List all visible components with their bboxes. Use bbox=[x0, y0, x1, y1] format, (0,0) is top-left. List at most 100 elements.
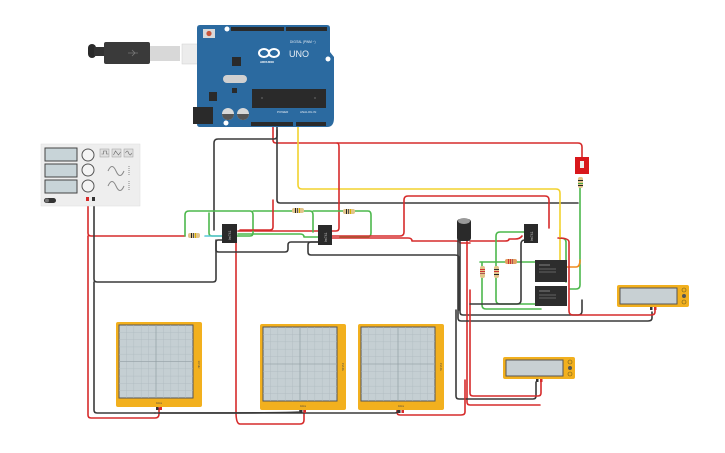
wire-5v-red[interactable] bbox=[272, 121, 583, 158]
op-amp-3-label: lm741 bbox=[530, 231, 534, 241]
oscilloscope-3[interactable]: 1V/ div 10ms bbox=[358, 324, 444, 413]
multimeter-display bbox=[619, 287, 678, 305]
multimeter-display bbox=[505, 359, 564, 377]
atmega-chip bbox=[252, 89, 326, 108]
wire-green-fb2[interactable] bbox=[252, 210, 314, 233]
resistor-2[interactable] bbox=[292, 208, 304, 213]
power-header[interactable] bbox=[251, 122, 293, 126]
oscilloscope-time-label: 10ms bbox=[398, 405, 405, 408]
wire-gnd-black[interactable] bbox=[213, 121, 278, 231]
resistor-5[interactable] bbox=[480, 266, 485, 278]
wire-black-opamp2[interactable] bbox=[307, 241, 460, 311]
oscilloscope-scale-label: 1V/ div bbox=[341, 363, 345, 372]
wire-fg-red[interactable] bbox=[87, 199, 186, 237]
oscilloscope-terminal-negative[interactable] bbox=[398, 410, 401, 413]
multimeter-2[interactable] bbox=[503, 357, 575, 382]
slide-switch[interactable] bbox=[575, 157, 589, 174]
wire-red-opamp2[interactable] bbox=[331, 195, 550, 237]
wire-fg-red-down[interactable] bbox=[87, 235, 160, 419]
multimeter-terminal-com[interactable] bbox=[536, 379, 539, 382]
wire-green-fb1[interactable] bbox=[184, 210, 254, 237]
resistor-7[interactable] bbox=[578, 177, 583, 188]
electrolytic-capacitor[interactable] bbox=[457, 218, 471, 241]
wire-green-switch[interactable] bbox=[569, 186, 581, 290]
resistor-3[interactable] bbox=[343, 209, 355, 214]
resistor-4[interactable] bbox=[505, 259, 517, 264]
wire-red-to-relay[interactable] bbox=[469, 235, 523, 242]
oscilloscope-terminal-positive[interactable] bbox=[401, 410, 405, 413]
wire-fg-black-down[interactable] bbox=[93, 281, 156, 414]
relay-2[interactable] bbox=[535, 286, 567, 306]
wire-green-mid[interactable] bbox=[237, 233, 319, 238]
wire-red-relay-right[interactable] bbox=[557, 237, 656, 316]
multimeter-terminal-com[interactable] bbox=[650, 307, 653, 310]
oscilloscope-scale-label: 1V/ div bbox=[439, 363, 443, 372]
power-header-label: POWER bbox=[277, 110, 289, 114]
multimeter-mode-v-icon[interactable] bbox=[682, 294, 686, 298]
wire-red-opamp1-down[interactable] bbox=[235, 239, 305, 425]
resistor-1[interactable] bbox=[188, 233, 200, 238]
digital-header[interactable] bbox=[231, 27, 284, 31]
fg-knob-3[interactable] bbox=[81, 179, 95, 193]
wire-gnd-black-2[interactable] bbox=[276, 129, 579, 204]
wire-analog-yellow[interactable] bbox=[297, 121, 561, 263]
arduino-brand-label: ARDUINO bbox=[260, 60, 275, 64]
fg-knob-1[interactable] bbox=[81, 148, 95, 162]
fg-terminal-positive[interactable] bbox=[86, 197, 89, 201]
switch-slider[interactable] bbox=[580, 161, 584, 168]
fg-display-2 bbox=[44, 163, 78, 178]
oscilloscope-terminal-negative[interactable] bbox=[156, 407, 159, 410]
wire-black-opamp1[interactable] bbox=[215, 239, 319, 253]
wire-cap-black[interactable] bbox=[459, 239, 583, 316]
usb-cable[interactable] bbox=[88, 42, 207, 65]
function-generator[interactable] bbox=[40, 143, 141, 207]
fg-sine-preview-2 bbox=[107, 181, 125, 191]
op-amp-3[interactable]: lm741 bbox=[524, 224, 538, 243]
oscilloscope-terminal-positive[interactable] bbox=[159, 407, 163, 410]
square-wave-icon bbox=[101, 150, 109, 155]
wire-black-bottom-2[interactable] bbox=[455, 309, 537, 400]
multimeter-mode-r-icon[interactable] bbox=[567, 371, 573, 377]
op-amp-2[interactable]: lm741 bbox=[318, 225, 332, 245]
fg-waveform-buttons bbox=[99, 148, 134, 158]
oscilloscope-terminal-negative[interactable] bbox=[300, 410, 303, 413]
fg-terminal-negative[interactable] bbox=[92, 197, 95, 201]
sine-wave-icon bbox=[125, 150, 132, 156]
square-wave-button[interactable] bbox=[99, 148, 110, 158]
op-amp-2-label: lm741 bbox=[324, 232, 328, 242]
triangle-wave-icon bbox=[113, 150, 121, 156]
wire-fg-black[interactable] bbox=[93, 199, 217, 283]
multimeter-1[interactable] bbox=[617, 285, 689, 310]
oscilloscope-time-label: 10ms bbox=[300, 405, 307, 408]
wire-cap-red[interactable] bbox=[466, 239, 541, 406]
multimeter-mode-v-icon[interactable] bbox=[568, 366, 572, 370]
multimeter-mode-a-icon[interactable] bbox=[567, 359, 573, 365]
resistor-6[interactable] bbox=[494, 266, 499, 278]
fg-knob-2[interactable] bbox=[81, 163, 95, 177]
fg-sine-preview-1 bbox=[107, 166, 125, 176]
wire-red-power-loop[interactable] bbox=[237, 142, 340, 232]
arduino-uno[interactable]: DIGITAL (PWM ~) ARDUINO UNO POWER ANALOG… bbox=[88, 25, 334, 127]
oscilloscope-time-label: 10ms bbox=[156, 402, 163, 405]
multimeter-mode-r-icon[interactable] bbox=[681, 299, 687, 305]
wire-red-opamp1[interactable] bbox=[239, 199, 274, 231]
wire-orange[interactable] bbox=[565, 259, 581, 268]
op-amp-1[interactable]: lm741 bbox=[222, 224, 237, 243]
oscilloscope-terminal-positive[interactable] bbox=[303, 410, 307, 413]
wire-black-bottom-1[interactable] bbox=[457, 239, 653, 322]
triangle-wave-button[interactable] bbox=[111, 148, 122, 158]
oscilloscope-2[interactable]: 1V/ div 10ms bbox=[260, 324, 346, 413]
fg-display-3 bbox=[44, 179, 78, 194]
analog-header[interactable] bbox=[296, 122, 326, 126]
multimeter-mode-a-icon[interactable] bbox=[681, 287, 687, 293]
relay-1[interactable] bbox=[535, 260, 567, 282]
wire-red-bottom[interactable] bbox=[469, 289, 542, 397]
multimeter-terminal-v[interactable] bbox=[540, 379, 543, 382]
multimeter-terminal-v[interactable] bbox=[654, 307, 657, 310]
wire-green-relay3[interactable] bbox=[481, 261, 542, 310]
usb-icon bbox=[128, 49, 138, 57]
wire-red-opamp2-b[interactable] bbox=[331, 237, 471, 244]
wire-black-relay[interactable] bbox=[469, 239, 526, 305]
